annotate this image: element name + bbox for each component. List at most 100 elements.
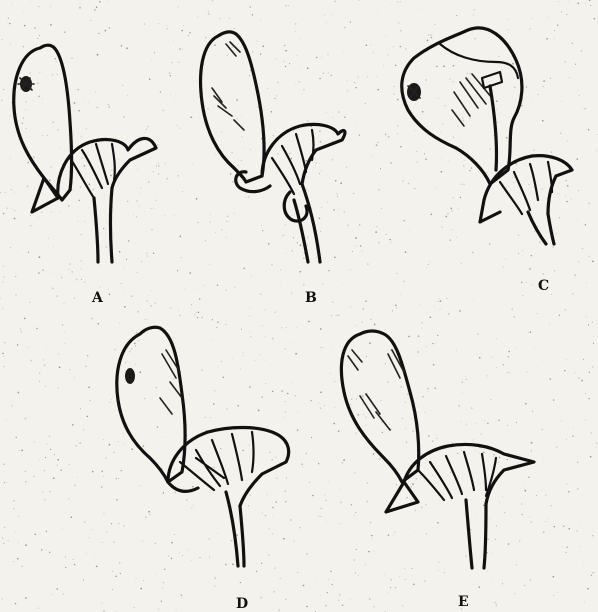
paper-speck	[543, 360, 544, 361]
paper-speck	[316, 57, 317, 58]
paper-speck	[551, 152, 552, 153]
paper-speck	[27, 186, 29, 188]
paper-speck	[109, 294, 111, 296]
paper-speck	[15, 294, 17, 296]
paper-speck	[87, 355, 88, 356]
paper-speck	[355, 246, 356, 247]
paper-speck	[320, 141, 321, 142]
paper-speck	[39, 35, 40, 36]
paper-speck	[351, 504, 352, 505]
panel-d-drawing	[117, 327, 289, 566]
paper-speck	[4, 342, 5, 343]
paper-speck	[533, 149, 534, 150]
paper-speck	[556, 447, 557, 448]
paper-speck	[22, 566, 24, 568]
panel-b-label: B	[305, 290, 317, 306]
paper-speck	[217, 285, 218, 286]
paper-speck	[439, 298, 440, 299]
paper-speck	[20, 88, 21, 89]
paper-speck	[260, 355, 261, 356]
paper-speck	[461, 381, 463, 383]
paper-speck	[592, 366, 593, 367]
paper-speck	[33, 157, 34, 158]
paper-speck	[427, 40, 429, 42]
paper-speck	[355, 87, 356, 88]
paper-speck	[325, 499, 327, 501]
paper-speck	[184, 289, 185, 290]
paper-speck	[182, 555, 183, 556]
paper-speck	[303, 89, 305, 91]
paper-speck	[69, 369, 70, 370]
paper-speck	[134, 607, 135, 608]
paper-speck	[277, 153, 279, 155]
paper-speck	[285, 348, 286, 349]
paper-speck	[237, 118, 238, 119]
paper-speck	[83, 580, 84, 581]
paper-speck	[45, 499, 46, 500]
paper-speck	[415, 510, 416, 511]
paper-speck	[80, 187, 81, 188]
paper-speck	[57, 459, 59, 461]
paper-speck	[144, 398, 145, 399]
paper-speck	[359, 134, 360, 135]
paper-speck	[283, 235, 285, 237]
paper-speck	[548, 17, 549, 18]
paper-speck	[372, 155, 373, 156]
paper-speck	[328, 579, 329, 580]
paper-speck	[58, 388, 59, 389]
paper-speck	[245, 236, 246, 237]
paper-speck	[405, 429, 406, 430]
paper-speck	[528, 184, 529, 185]
paper-speck	[121, 45, 123, 47]
paper-speck	[390, 579, 392, 581]
paper-speck	[412, 430, 414, 432]
paper-speck	[2, 598, 3, 599]
paper-speck	[463, 120, 464, 121]
paper-speck	[464, 326, 465, 327]
paper-speck	[151, 290, 152, 291]
paper-speck	[15, 532, 16, 533]
paper-speck	[203, 285, 204, 286]
paper-speck	[496, 338, 497, 339]
paper-speck	[359, 224, 360, 225]
paper-speck	[367, 76, 368, 77]
paper-speck	[2, 538, 3, 539]
paper-speck	[596, 150, 597, 151]
paper-speck	[381, 421, 382, 422]
paper-speck	[351, 398, 353, 400]
paper-speck	[218, 367, 219, 368]
paper-speck	[347, 90, 348, 91]
paper-speck	[3, 266, 4, 267]
paper-speck	[421, 9, 422, 10]
paper-speck	[337, 196, 338, 197]
paper-speck	[377, 142, 379, 144]
paper-speck	[103, 228, 104, 229]
paper-speck	[320, 508, 322, 510]
paper-speck	[106, 531, 107, 532]
paper-speck	[416, 478, 418, 480]
paper-speck	[521, 503, 522, 504]
paper-speck	[307, 120, 309, 122]
paper-speck	[328, 481, 329, 482]
panel-e-drawing	[341, 331, 534, 568]
paper-speck	[110, 402, 111, 403]
paper-speck	[576, 530, 577, 531]
paper-speck	[133, 214, 134, 215]
paper-speck	[363, 309, 364, 310]
paper-speck	[380, 168, 381, 169]
paper-speck	[39, 256, 41, 258]
paper-speck	[498, 420, 499, 421]
paper-speck	[131, 348, 133, 350]
paper-speck	[135, 345, 136, 346]
paper-speck	[452, 229, 453, 230]
paper-speck	[262, 513, 263, 514]
paper-speck	[531, 450, 532, 451]
paper-speck	[331, 315, 333, 317]
paper-speck	[440, 132, 441, 133]
paper-speck	[424, 580, 426, 582]
paper-speck	[147, 256, 148, 257]
paper-speck	[545, 521, 546, 522]
paper-speck	[566, 547, 567, 548]
paper-speck	[320, 516, 321, 517]
paper-speck	[450, 472, 451, 473]
